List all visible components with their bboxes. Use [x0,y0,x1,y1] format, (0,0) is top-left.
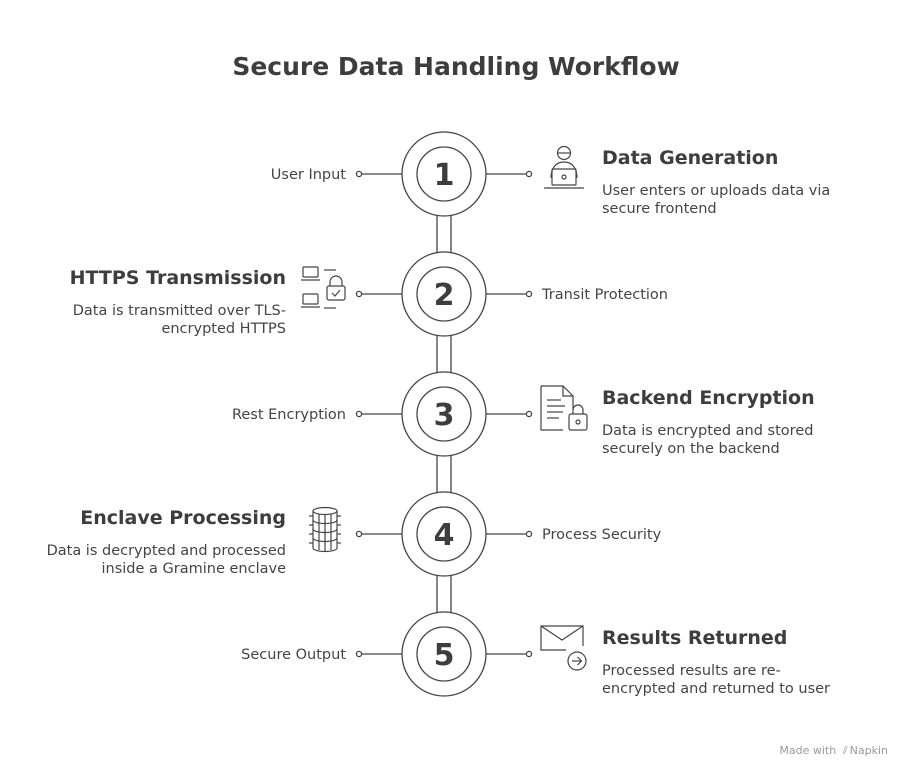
step-1-heading: Data Generation [602,147,779,169]
step-2-description: Data is transmitted over TLS-encrypted H… [72,303,286,337]
network-lock-icon [301,266,346,309]
step-3-side-label: Rest Encryption [231,407,346,423]
made-with-napkin-badge[interactable]: Made with ⫽Napkin [779,744,888,758]
step-3-heading: Backend Encryption [602,387,815,409]
footer-brand: Napkin [849,744,888,757]
step-2-number: 2 [434,278,455,313]
step-2-heading: HTTPS Transmission [69,267,286,289]
footer-prefix: Made with [779,744,837,757]
step-4-description: Data is decrypted and processed inside a… [46,543,286,577]
database-icon [309,506,341,553]
step-2-node [355,251,533,337]
step-4-side-label: Process Security [542,527,662,543]
step-2-side-label: Transit Protection [542,287,668,303]
step-5-description: Processed results are re-encrypted and r… [602,663,830,697]
step-5-heading: Results Returned [602,627,788,649]
document-lock-icon [540,385,588,431]
step-4-heading: Enclave Processing [80,507,286,529]
step-1-node [355,131,533,217]
step-5-side-label: Secure Output [241,647,346,663]
step-5-node [355,611,533,697]
step-3-number: 3 [434,398,455,433]
step-1-number: 1 [434,158,455,193]
mail-send-icon [540,625,587,671]
step-1-side-label: User Input [270,167,346,183]
user-laptop-icon [544,145,584,189]
step-1-description: User enters or uploads data via secure f… [602,183,831,217]
step-4-number: 4 [434,518,455,553]
step-4-node [355,491,533,577]
napkin-logo-icon: ⫽ [842,744,848,757]
step-3-node [355,371,533,457]
diagram-title: Secure Data Handling Workflow [232,52,680,81]
step-3-description: Data is encrypted and stored securely on… [602,423,814,457]
step-5-number: 5 [434,638,455,673]
